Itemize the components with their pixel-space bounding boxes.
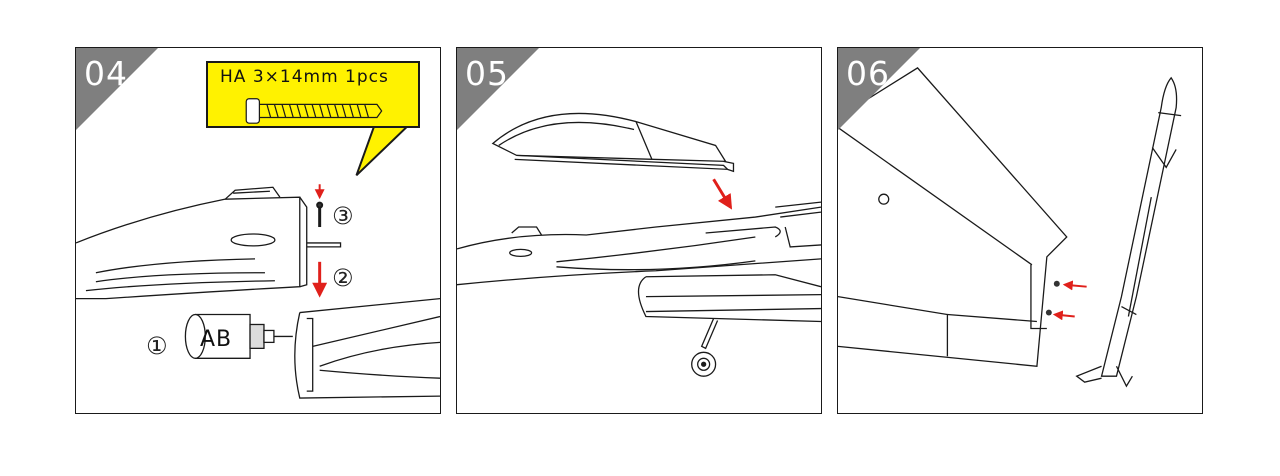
glue-bottle xyxy=(184,313,293,359)
nose-fuselage xyxy=(76,186,342,300)
step-number: 06 xyxy=(846,54,890,93)
screw xyxy=(316,201,324,228)
marker-one: ① xyxy=(146,332,168,360)
step-number: 04 xyxy=(84,54,128,93)
glue-label: AB xyxy=(200,327,233,352)
step-number: 05 xyxy=(465,54,509,93)
step-panel-06: 06 xyxy=(837,47,1203,414)
arrow-missile-lower xyxy=(1052,310,1075,321)
step-corner xyxy=(457,48,539,130)
step-panel-05: 05 xyxy=(456,47,822,414)
fuselage-side xyxy=(457,201,821,323)
arrow-canopy-down xyxy=(712,178,733,210)
canopy xyxy=(491,112,735,173)
mount-hole-upper xyxy=(1053,280,1060,287)
main-fuselage xyxy=(294,297,440,399)
step-05-illustration xyxy=(457,112,821,377)
screw-spec-text: HA 3×14mm 1pcs xyxy=(220,67,389,87)
step-corner xyxy=(838,48,920,130)
step-corner xyxy=(76,48,158,130)
arrow-missile-upper xyxy=(1062,280,1087,291)
marker-three: ③ xyxy=(332,202,354,230)
mount-hole-lower xyxy=(1045,309,1052,316)
step-04-illustration xyxy=(76,124,440,399)
callout-tail xyxy=(355,124,409,177)
landing-gear xyxy=(691,318,719,377)
screw-icon xyxy=(245,98,383,124)
marker-two: ② xyxy=(332,264,354,292)
screw-callout: HA 3×14mm 1pcs xyxy=(206,61,420,128)
missile xyxy=(1075,76,1182,388)
step-panel-04: 04 HA 3×14mm 1pcs ③ ② ① AB xyxy=(75,47,441,414)
